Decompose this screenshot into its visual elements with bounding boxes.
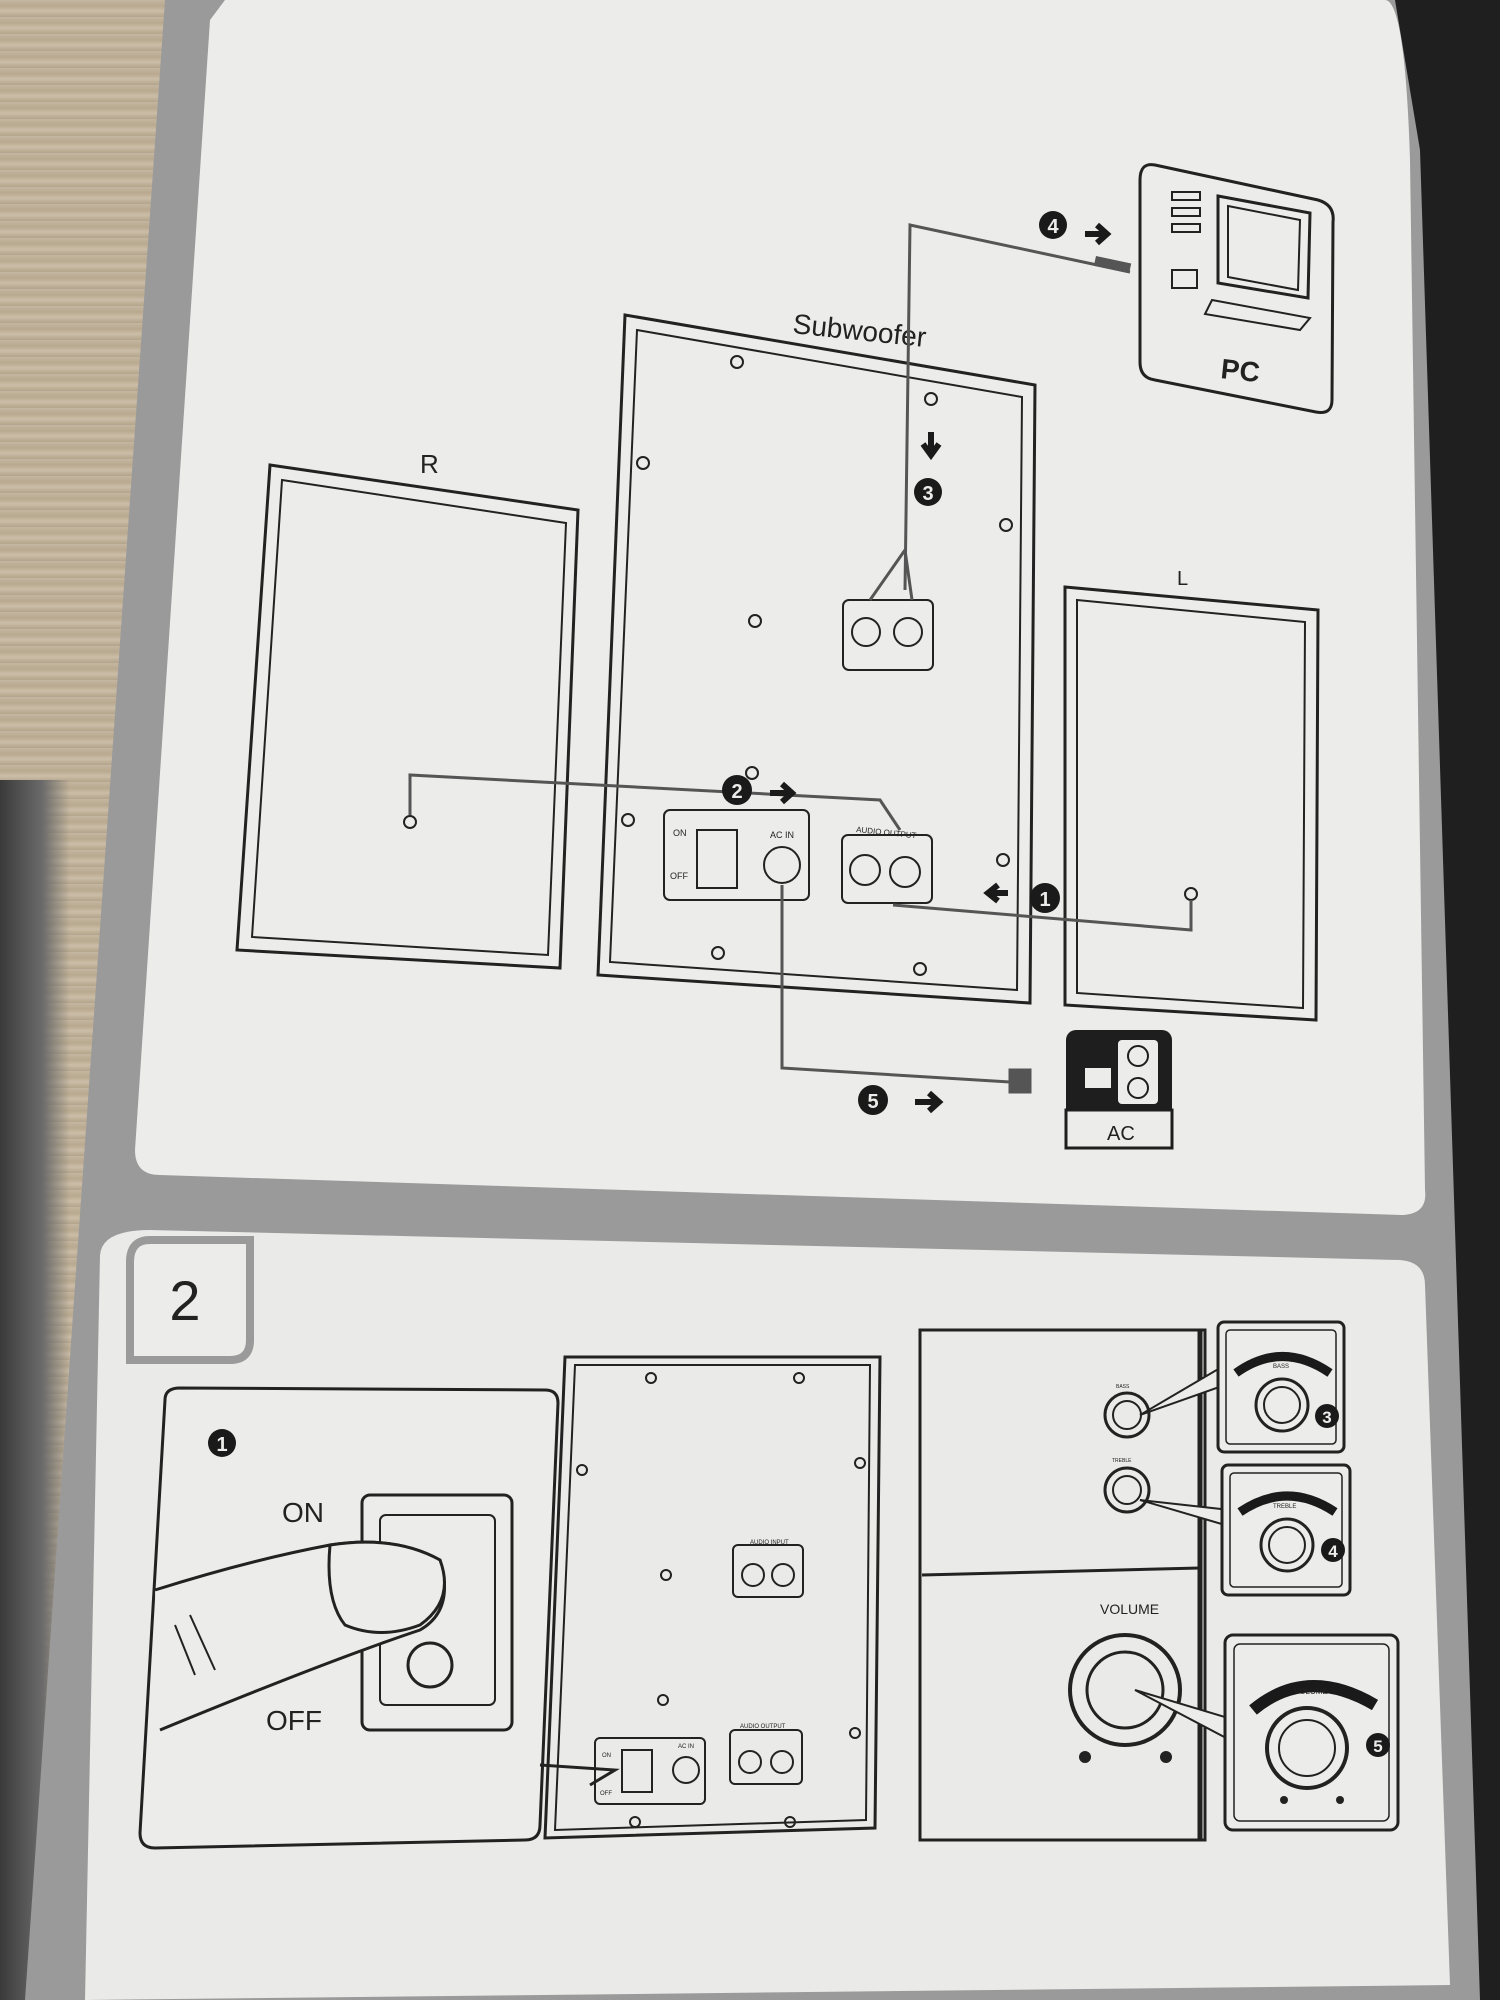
svg-text:5: 5 (867, 1091, 878, 1113)
audio-input-jacks (842, 599, 934, 671)
volume-zoom-label: VOLUME (1294, 1687, 1328, 1696)
left-speaker-label: L (1177, 568, 1188, 590)
bass-zoom-label: BASS (1273, 1364, 1289, 1370)
right-speaker (235, 463, 580, 970)
ac-in-socket (763, 846, 801, 884)
audio-output-jacks (841, 834, 933, 904)
power-on-label: ON (673, 828, 687, 838)
pc-icon (1138, 163, 1335, 414)
section-number-tab (126, 1236, 254, 1364)
svg-text:4: 4 (1328, 1542, 1338, 1561)
step-4-marker: 4 (1039, 211, 1112, 246)
step-1-panel2-marker: 1 (208, 1429, 236, 1457)
switch-off-label: OFF (266, 1705, 322, 1736)
front-control-panel (918, 1328, 1237, 1842)
right-speaker-label: R (420, 449, 439, 479)
power-panel (663, 809, 810, 901)
switch-on-label: ON (282, 1497, 324, 1528)
treble-knob (1103, 1466, 1151, 1514)
svg-text:5: 5 (1373, 1737, 1382, 1756)
svg-text:3: 3 (922, 483, 933, 505)
step-1-marker: 1 (983, 882, 1060, 913)
svg-text:2: 2 (731, 781, 742, 803)
volume-knob (1068, 1633, 1182, 1747)
power-switch-closeup (138, 1386, 620, 1850)
bass-knob (1103, 1391, 1151, 1439)
volume-zoom: 5 (1223, 1633, 1400, 1832)
bass-zoom: 3 (1216, 1320, 1346, 1454)
treble-small-label: TREBLE (1112, 1458, 1132, 1464)
treble-zoom: 4 (1220, 1463, 1352, 1597)
treble-zoom-label: TREBLE (1273, 1504, 1296, 1510)
step-3-marker: 3 (914, 432, 942, 506)
ac-outlet-icon (1064, 1030, 1174, 1150)
rear-ac-in-label: AC IN (678, 1744, 694, 1750)
subwoofer-rear-panel (543, 1355, 882, 1840)
step-2-marker: 2 (722, 775, 797, 805)
subwoofer-back (596, 313, 1037, 1005)
svg-text:1: 1 (1039, 889, 1050, 911)
ac-label: AC (1107, 1123, 1135, 1145)
svg-text:3: 3 (1322, 1408, 1331, 1427)
bass-small-label: BASS (1116, 1384, 1130, 1390)
step-5-marker: 5 (858, 1085, 944, 1115)
pc-plug (1093, 255, 1132, 274)
svg-text:1: 1 (216, 1434, 227, 1456)
cables (408, 223, 1193, 1094)
rear-audio-input-label: AUDIO INPUT (750, 1540, 789, 1546)
rear-on-label: ON (602, 1753, 611, 1759)
pc-label: PC (1219, 353, 1261, 388)
power-switch (696, 829, 738, 889)
section-number: 2 (169, 1269, 200, 1332)
volume-label: VOLUME (1100, 1601, 1159, 1617)
rear-audio-output-label: AUDIO OUTPUT (740, 1724, 786, 1730)
rear-off-label: OFF (600, 1791, 612, 1797)
power-off-label: OFF (670, 871, 688, 881)
svg-text:4: 4 (1047, 216, 1059, 238)
ac-in-label: AC IN (770, 830, 794, 840)
panel-1 (135, 0, 1426, 1215)
